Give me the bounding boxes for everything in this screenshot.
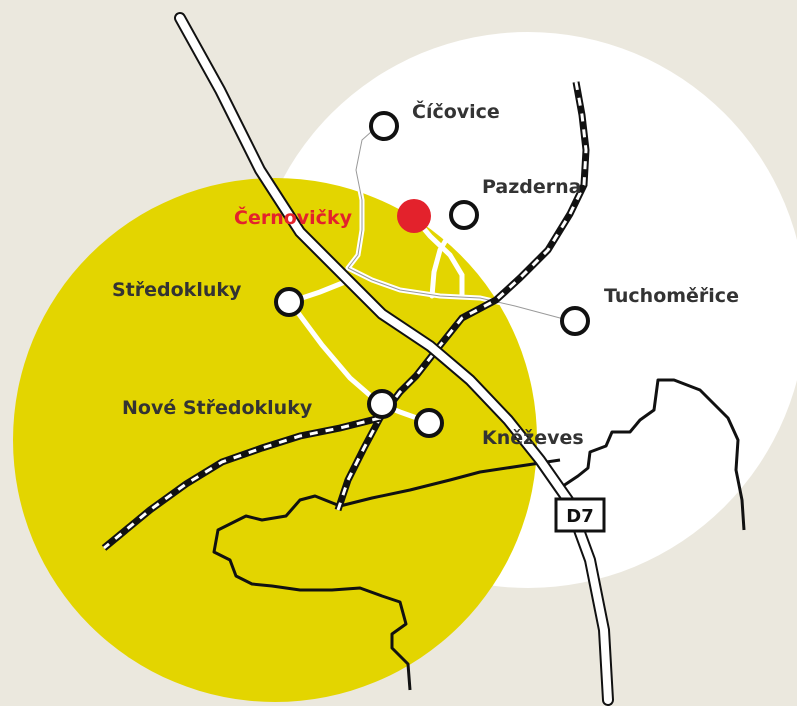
highway-shield-label: D7 — [566, 506, 593, 527]
marker-pazderna[interactable] — [449, 200, 479, 230]
highway-shield: D7 — [554, 497, 606, 533]
label-knezeves: Kněževes — [482, 427, 584, 449]
marker-nove-stredokluky[interactable] — [367, 389, 397, 419]
label-stredokluky: Středokluky — [112, 279, 242, 301]
marker-stredokluky[interactable] — [274, 287, 304, 317]
label-tuchomerice: Tuchoměřice — [604, 285, 739, 307]
label-nove-stredokluky: Nové Středokluky — [122, 397, 313, 419]
inner-area-circle — [13, 178, 537, 702]
railway-lines — [101, 81, 590, 551]
marker-knezeves[interactable] — [414, 408, 444, 438]
border-line-south — [212, 458, 561, 691]
local-roads-outline — [347, 123, 576, 321]
marker-cicovice[interactable] — [369, 111, 399, 141]
label-cernovicky: Černovičky — [234, 205, 353, 229]
border-line-east — [559, 378, 746, 531]
label-pazderna: Pazderna — [482, 176, 582, 198]
highway-d7 — [174, 12, 614, 706]
marker-cernovicky[interactable] — [397, 199, 431, 233]
label-cicovice: Číčovice — [412, 99, 500, 123]
marker-tuchomerice[interactable] — [560, 306, 590, 336]
